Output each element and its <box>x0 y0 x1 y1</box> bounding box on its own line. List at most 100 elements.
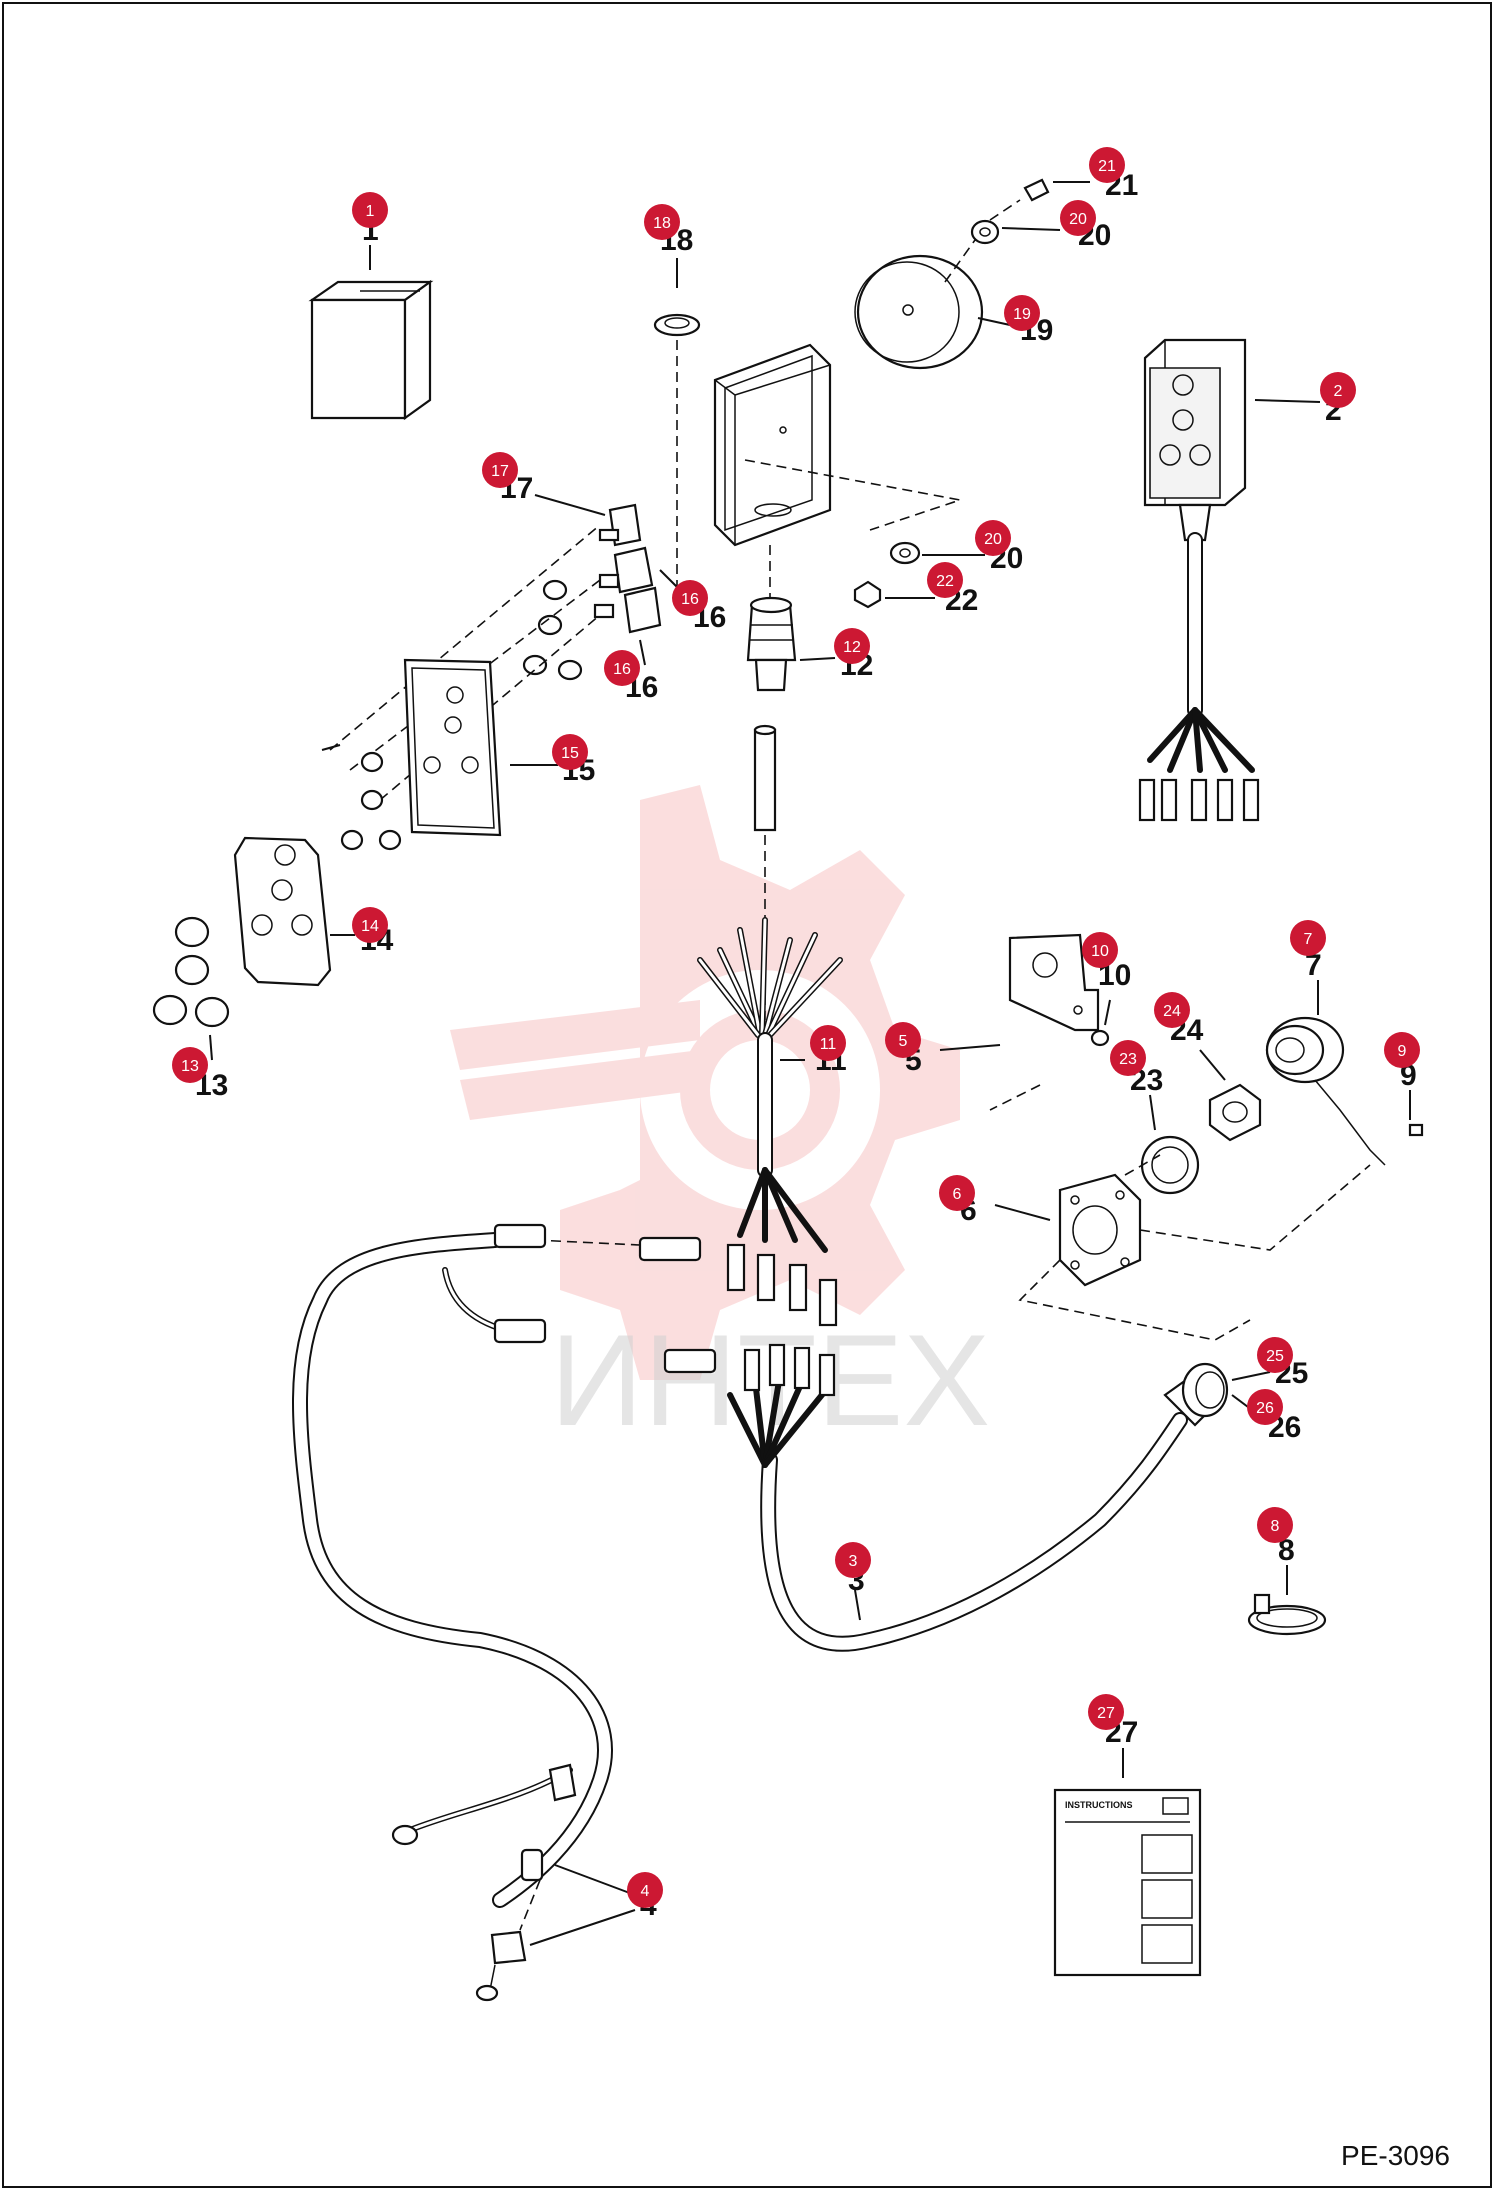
svg-text:14: 14 <box>361 918 379 935</box>
svg-text:26: 26 <box>1256 1400 1274 1417</box>
svg-text:16: 16 <box>613 661 631 678</box>
badge-20-top[interactable]: 20 <box>1060 200 1096 236</box>
badge-27[interactable]: 27 <box>1088 1694 1124 1730</box>
badge-19[interactable]: 19 <box>1004 295 1040 331</box>
part-18-grommet <box>653 313 701 337</box>
badge-21[interactable]: 21 <box>1089 147 1125 183</box>
callout-badges: 1 2 3 4 5 6 7 8 9 10 11 12 13 14 15 16 1… <box>172 147 1420 1908</box>
badge-7[interactable]: 7 <box>1290 920 1326 956</box>
faceplate-washers <box>340 751 402 851</box>
part-20-washer-mid <box>889 541 921 565</box>
svg-text:17: 17 <box>491 463 509 480</box>
badge-6[interactable]: 6 <box>939 1175 975 1211</box>
svg-text:19: 19 <box>1013 306 1031 323</box>
badge-9[interactable]: 9 <box>1384 1032 1420 1068</box>
harness-inline-connector <box>638 1236 702 1262</box>
badge-17[interactable]: 17 <box>482 452 518 488</box>
svg-text:13: 13 <box>181 1058 199 1075</box>
svg-text:22: 22 <box>936 573 954 590</box>
part-19-disc <box>854 254 984 370</box>
label-7: 7 <box>1305 949 1322 982</box>
ground-ring-terminal <box>391 1824 419 1846</box>
part-24-nut <box>1208 1083 1262 1142</box>
badge-11[interactable]: 11 <box>810 1025 846 1061</box>
badge-13[interactable]: 13 <box>172 1047 208 1083</box>
watermark-logo <box>450 785 960 1380</box>
part-20-washer-top <box>970 219 1000 245</box>
svg-text:3: 3 <box>849 1553 858 1570</box>
part-23-ring <box>1140 1135 1200 1195</box>
part-15-faceplate <box>403 658 502 837</box>
document-code: PE-3096 <box>1341 2140 1450 2171</box>
part-13-boots <box>152 916 230 1028</box>
part-17-switch <box>598 503 642 547</box>
svg-text:18: 18 <box>653 215 671 232</box>
svg-text:10: 10 <box>1091 943 1109 960</box>
badge-10[interactable]: 10 <box>1082 932 1118 968</box>
svg-text:12: 12 <box>843 639 861 656</box>
badge-3[interactable]: 3 <box>835 1542 871 1578</box>
part-3-harness-connector-group <box>663 1343 836 1468</box>
badge-24[interactable]: 24 <box>1154 992 1190 1028</box>
badge-12[interactable]: 12 <box>834 628 870 664</box>
badge-2[interactable]: 2 <box>1320 372 1356 408</box>
part-2-lead-connectors <box>1138 707 1260 822</box>
svg-text:2: 2 <box>1334 383 1343 400</box>
part-12-cable-gland <box>746 596 797 692</box>
badge-16-upper[interactable]: 16 <box>672 580 708 616</box>
faceplate-screw <box>321 744 341 751</box>
svg-text:16: 16 <box>681 591 699 608</box>
badge-26[interactable]: 26 <box>1247 1389 1283 1425</box>
svg-text:1: 1 <box>366 203 375 220</box>
part-1-box <box>308 279 434 421</box>
badge-16-lower[interactable]: 16 <box>604 650 640 686</box>
part-27-instructions-sheet: INSTRUCTIONS <box>1053 1788 1202 1977</box>
svg-text:15: 15 <box>561 745 579 762</box>
part-8-clamp <box>1247 1593 1327 1636</box>
part-21-screw <box>1023 178 1050 202</box>
part-16-switch-lower <box>593 586 662 634</box>
part-22-nut <box>853 580 882 609</box>
label-8: 8 <box>1278 1534 1295 1567</box>
badge-22[interactable]: 22 <box>927 562 963 598</box>
svg-text:20: 20 <box>984 531 1002 548</box>
badge-14[interactable]: 14 <box>352 907 388 943</box>
harness-branch-connectors <box>493 1223 547 1344</box>
part-25-plug <box>1163 1362 1229 1427</box>
part-10-screw <box>1090 1029 1110 1047</box>
svg-text:7: 7 <box>1304 931 1313 948</box>
badge-5[interactable]: 5 <box>885 1022 921 1058</box>
badge-23[interactable]: 23 <box>1110 1040 1146 1076</box>
svg-text:8: 8 <box>1271 1518 1280 1535</box>
part-2-control-pendant <box>1143 338 1247 542</box>
badge-20-mid[interactable]: 20 <box>975 520 1011 556</box>
badge-1[interactable]: 1 <box>352 192 388 228</box>
part-9-pin <box>1408 1123 1424 1137</box>
part-11-connector-group <box>726 1167 838 1327</box>
svg-text:11: 11 <box>820 1036 837 1053</box>
part-16-switch-upper <box>598 546 654 594</box>
badge-25[interactable]: 25 <box>1257 1337 1293 1373</box>
svg-text:6: 6 <box>953 1186 962 1203</box>
svg-text:23: 23 <box>1119 1051 1137 1068</box>
part-4-fuse-holder <box>475 1763 577 2002</box>
part-7-receptacle <box>1265 1016 1386 1166</box>
svg-text:20: 20 <box>1069 211 1087 228</box>
svg-text:5: 5 <box>899 1033 908 1050</box>
badge-4[interactable]: 4 <box>627 1872 663 1908</box>
part-5-bracket <box>1008 933 1100 1032</box>
switch-nuts <box>522 579 583 681</box>
svg-text:24: 24 <box>1163 1003 1181 1020</box>
part-14-decal-plate <box>233 836 332 987</box>
svg-text:4: 4 <box>641 1883 650 1900</box>
svg-text:27: 27 <box>1097 1705 1115 1722</box>
enclosure-box <box>713 343 832 547</box>
badge-8[interactable]: 8 <box>1257 1507 1293 1543</box>
badge-15[interactable]: 15 <box>552 734 588 770</box>
badge-18[interactable]: 18 <box>644 204 680 240</box>
part-11-harness-sleeve <box>753 724 777 832</box>
part-6-flange-plate <box>1058 1173 1142 1287</box>
svg-text:21: 21 <box>1098 158 1116 175</box>
